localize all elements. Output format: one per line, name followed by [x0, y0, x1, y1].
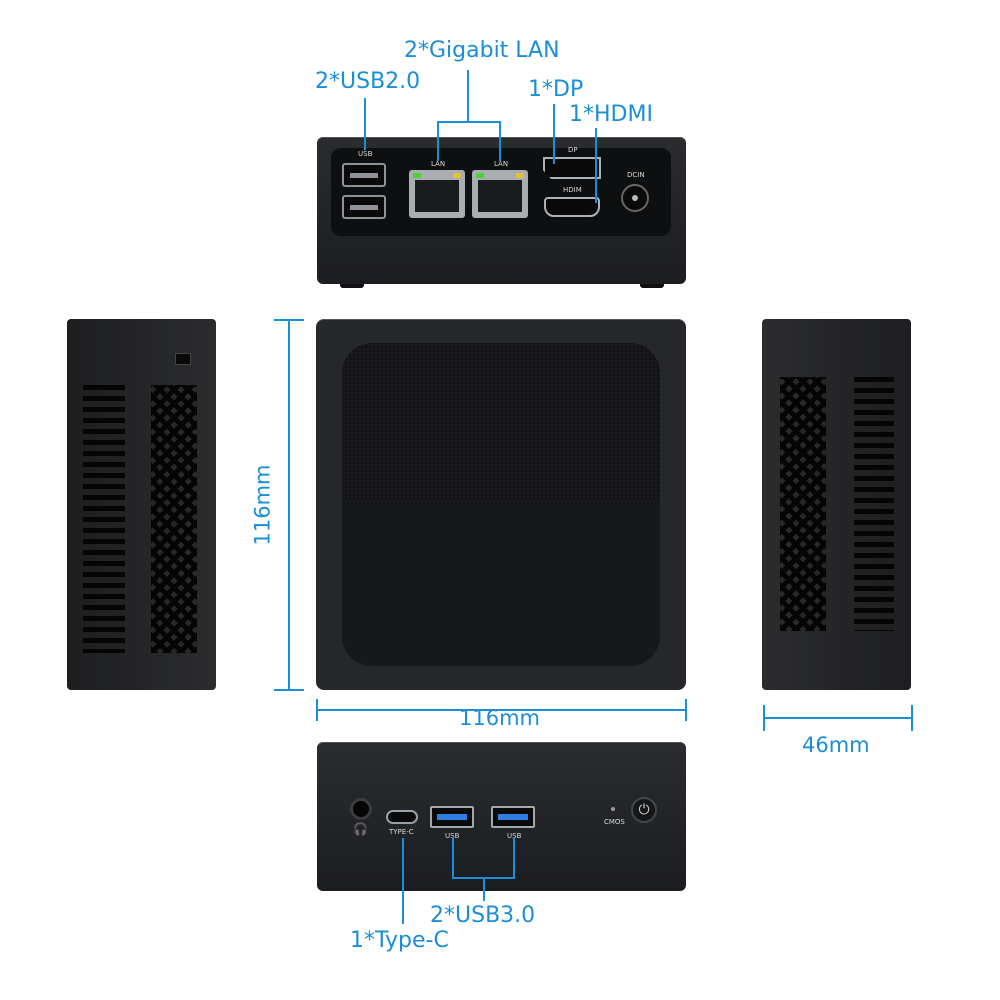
- hdmi-callout-line: [595, 128, 597, 203]
- right-vent-mesh: [780, 377, 826, 631]
- lan-led-yellow-icon: [516, 173, 524, 178]
- usb3-callout-right: [513, 837, 515, 879]
- height-dim-bottom: [274, 689, 304, 691]
- left-vent-slots: [83, 385, 125, 653]
- usb3-port-2: [491, 806, 535, 828]
- usb3-callout-stem: [483, 877, 485, 901]
- usb2-port-top: [342, 163, 386, 187]
- headset-icon: 🎧: [353, 822, 368, 836]
- depth-dim-line: [763, 717, 913, 719]
- dp-callout: 1*DP: [528, 77, 584, 102]
- usb2-callout: 2*USB2.0: [315, 69, 421, 94]
- lan-callout-right: [499, 121, 501, 161]
- width-dim-right: [685, 699, 687, 721]
- lan-led-green-icon: [476, 173, 484, 178]
- lan-callout-bar: [437, 121, 501, 123]
- dp-callout-line: [553, 104, 555, 164]
- rear-foot-left: [340, 284, 364, 288]
- lan-led-green-icon: [413, 173, 421, 178]
- power-button[interactable]: ⏻: [631, 797, 657, 823]
- rear-lan1-label: LAN: [431, 160, 446, 168]
- audio-jack: [350, 798, 372, 820]
- top-panel-lower: [342, 499, 660, 666]
- usb2-callout-line: [364, 98, 366, 150]
- dp-port: [543, 157, 601, 179]
- rear-usb-label: USB: [358, 150, 373, 158]
- typec-callout-line: [402, 838, 404, 924]
- hdmi-callout: 1*HDMI: [569, 102, 653, 127]
- gigabit-lan-callout: 2*Gigabit LAN: [404, 38, 560, 63]
- right-vent-slots: [854, 377, 894, 631]
- dc-in-port: [621, 184, 649, 212]
- front-typec-label: TYPE-C: [389, 828, 414, 836]
- typec-port: [386, 810, 418, 824]
- kensington-lock-icon: [175, 353, 191, 365]
- rear-dp-label: DP: [568, 146, 578, 154]
- height-dim-line: [288, 319, 290, 691]
- top-panel-upper: [342, 343, 660, 499]
- height-dimension: 116mm: [250, 464, 275, 546]
- front-usb2-label: USB: [507, 832, 522, 840]
- rear-foot-right: [640, 284, 664, 288]
- left-vent-mesh: [151, 385, 197, 653]
- front-usb1-label: USB: [445, 832, 460, 840]
- usb3-callout-left: [452, 837, 454, 879]
- typec-callout: 1*Type-C: [350, 928, 449, 953]
- depth-dim-right: [911, 705, 913, 731]
- lan-callout-stem: [467, 70, 469, 122]
- depth-dimension: 46mm: [802, 733, 870, 757]
- rear-hdmi-label: HDIM: [563, 186, 582, 194]
- usb3-callout: 2*USB3.0: [430, 903, 536, 928]
- lan-led-yellow-icon: [453, 173, 461, 178]
- lan-port-2: [472, 170, 528, 218]
- usb2-port-bottom: [342, 195, 386, 219]
- lan-port-1: [409, 170, 465, 218]
- power-icon: ⏻: [638, 802, 650, 818]
- rear-lan2-label: LAN: [494, 160, 509, 168]
- usb3-port-1: [430, 806, 474, 828]
- width-dim-line: [316, 709, 686, 711]
- top-view: [316, 319, 686, 690]
- left-side-view: [67, 319, 216, 690]
- width-dimension: 116mm: [459, 706, 540, 730]
- hdmi-port: [544, 197, 600, 217]
- right-side-view: [762, 319, 911, 690]
- rear-dcin-label: DCIN: [627, 171, 645, 179]
- lan-callout-left: [437, 121, 439, 161]
- front-cmos-label: CMOS: [604, 818, 625, 826]
- cmos-hole-icon: [611, 807, 615, 811]
